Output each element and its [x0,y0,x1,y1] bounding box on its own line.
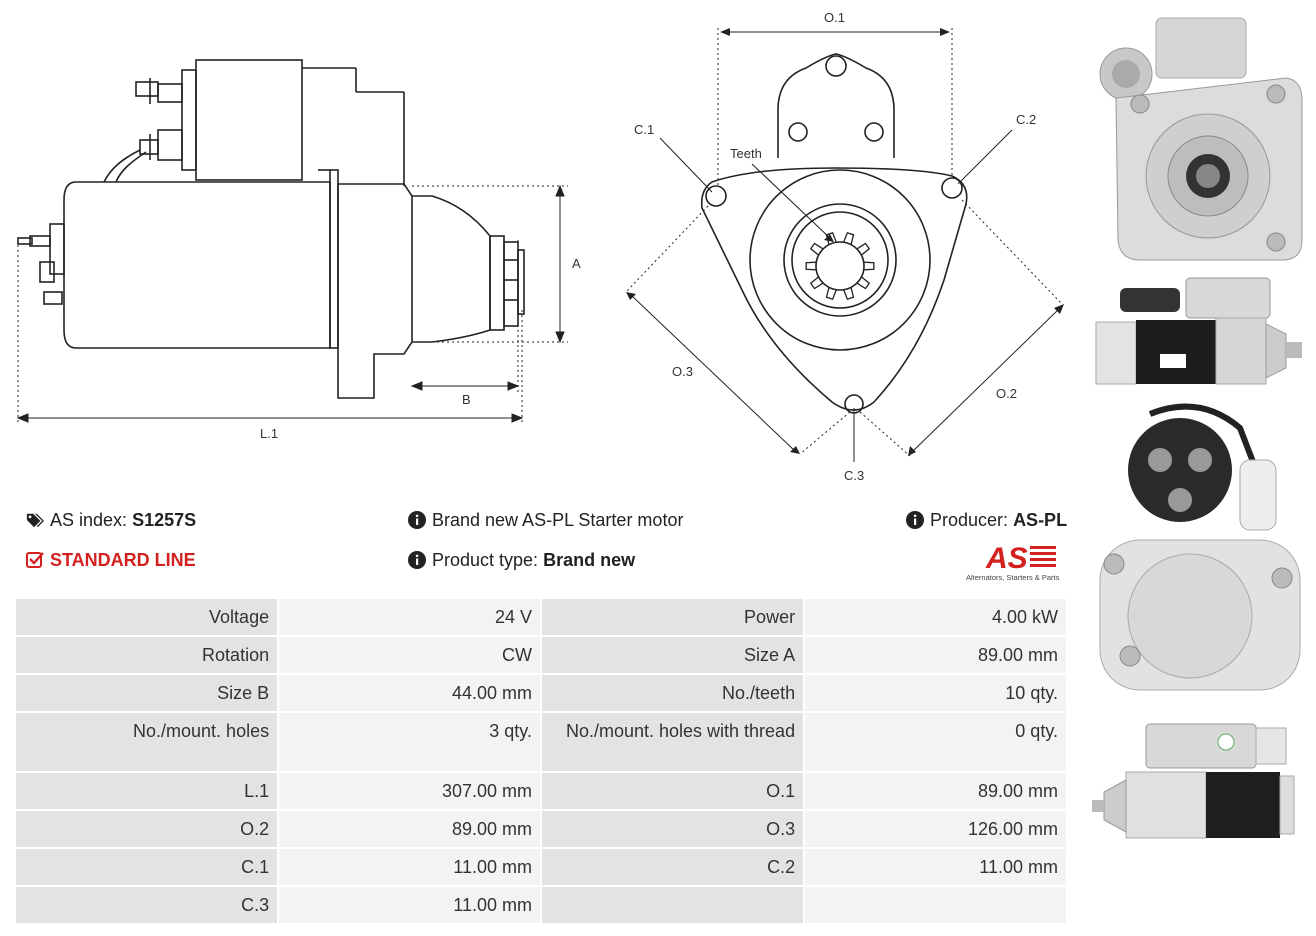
spec-label: C.2 [541,849,804,885]
checkbox-checked-icon [26,552,44,568]
product-type-value: Brand new [543,550,636,570]
as-index-label: AS index: [50,510,128,530]
product-type: Product type: Brand new [408,550,635,571]
teeth-label: Teeth [730,146,762,161]
as-logo-mark: AS Alternators, Starters & Parts [966,542,1060,582]
spec-label: O.3 [541,811,804,847]
info-icon [906,511,924,529]
product-photo-side-2 [1090,716,1310,846]
spec-value: 126.00 mm [805,811,1066,847]
spec-label: Size A [541,637,804,673]
dim-label-o2: O.2 [996,386,1017,401]
product-type-label: Product type: [432,550,539,570]
spec-label: Voltage [16,599,278,635]
spec-label: No./mount. holes [16,713,278,771]
side-view-diagram: A B L.1 [16,59,581,441]
spec-label: C.3 [16,887,278,923]
tags-icon [26,513,44,528]
spec-value: 24 V [279,599,540,635]
description: Brand new AS-PL Starter motor [408,510,683,531]
as-index-value: S1257S [132,510,197,530]
pinion-tooth [809,276,824,290]
dim-label-o1: O.1 [824,10,845,25]
spec-value: 307.00 mm [279,773,540,809]
spec-label: O.1 [541,773,804,809]
spec-value: 89.00 mm [279,811,540,847]
spec-label [541,887,804,923]
spec-value: 4.00 kW [805,599,1066,635]
svg-text:Alternators, Starters & Parts: Alternators, Starters & Parts [966,573,1060,582]
producer-value: AS-PL [1013,510,1068,530]
spec-value: 89.00 mm [805,773,1066,809]
producer: Producer: AS-PL [906,510,1067,531]
spec-value: 11.00 mm [279,849,540,885]
standard-line: STANDARD LINE [26,550,196,571]
description-text: Brand new AS-PL Starter motor [432,510,684,530]
dim-label-l1: L.1 [260,426,278,441]
spec-label: L.1 [16,773,278,809]
spec-value: 44.00 mm [279,675,540,711]
spec-label: No./teeth [541,675,804,711]
spec-label: Size B [16,675,278,711]
info-icon [408,511,426,529]
dim-label-a: A [572,256,581,271]
spec-label: O.2 [16,811,278,847]
product-photo-front [1090,8,1310,264]
product-photo-side [1090,268,1310,388]
pinion-tooth [856,276,871,290]
producer-label: Producer: [930,510,1009,530]
dim-label-b: B [462,392,471,407]
spec-value: 10 qty. [805,675,1066,711]
spec-value: 89.00 mm [805,637,1066,673]
pinion-teeth [805,231,875,301]
product-photo-rear [1090,400,1310,700]
as-index: AS index: S1257S [26,510,196,531]
spec-value [805,887,1066,923]
spec-value: 11.00 mm [279,887,540,923]
pinion-tooth [863,261,875,271]
dim-label-c1: C.1 [634,122,654,137]
spec-label: No./mount. holes with thread [541,713,804,771]
dim-label-c2: C.2 [1016,112,1036,127]
pinion-tooth [805,261,817,271]
standard-line-text: STANDARD LINE [50,550,196,570]
svg-text:AS: AS [985,542,1028,575]
spec-value: 11.00 mm [805,849,1066,885]
spec-label: Power [541,599,804,635]
pinion-tooth [825,287,837,301]
spec-value: 3 qty. [279,713,540,771]
dim-label-c3: C.3 [844,468,864,483]
spec-value: 0 qty. [805,713,1066,771]
spec-value: CW [279,637,540,673]
pinion-tooth [843,287,855,301]
pinion-tooth [856,242,871,256]
pinion-tooth [843,231,855,245]
pinion-tooth [809,242,824,256]
as-pl-logo: AS Alternators, Starters & Parts [964,540,1068,584]
front-view-diagram: O.1 C.1 C.2 Teeth O.3 O.2 C.3 [625,10,1064,483]
spec-label: Rotation [16,637,278,673]
spec-label: C.1 [16,849,278,885]
dim-label-o3: O.3 [672,364,693,379]
info-icon [408,551,426,569]
